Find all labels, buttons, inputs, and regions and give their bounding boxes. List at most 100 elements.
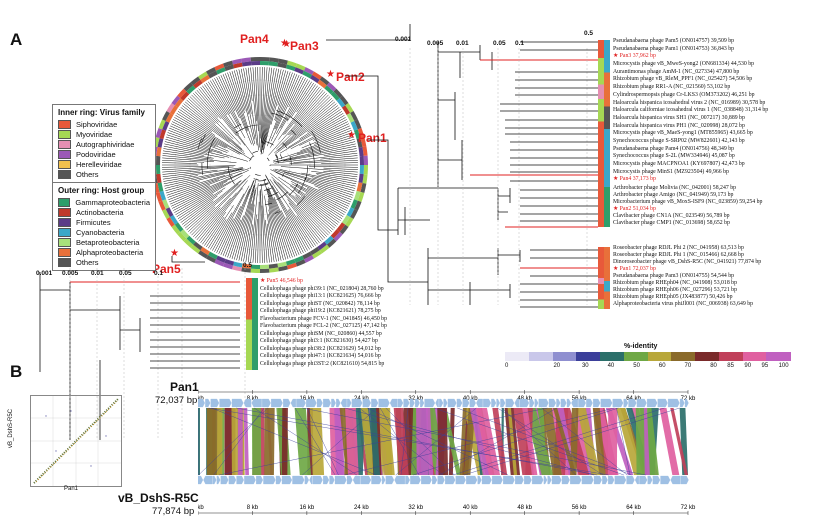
gene-arrow [421, 475, 432, 485]
tree-branch [210, 80, 231, 115]
tree-branch [167, 179, 219, 198]
tree-branch [240, 189, 256, 262]
tree-branch [271, 176, 329, 236]
tree-branch [210, 212, 233, 250]
tree-branch [268, 189, 293, 258]
gene-arrow [316, 398, 323, 408]
inner-ring-segment [310, 246, 320, 256]
synteny-thin-link [236, 407, 598, 476]
legend-host-label: Betaproteobacteria [76, 237, 140, 247]
clade-pan2-tips: Arthrobacter phage Molivia (NC_042001) 5… [613, 185, 762, 227]
gene-arrow [496, 398, 500, 408]
synteny-link [416, 408, 429, 475]
tree-arc [276, 110, 303, 127]
tree-branch [260, 67, 270, 155]
scale-right-0.05: 0.05 [493, 40, 506, 47]
outer-ring-segment [162, 208, 170, 219]
panel-label-a: A [10, 30, 23, 49]
gene-arrow [290, 398, 296, 408]
tree-arc [234, 123, 242, 129]
outer-ring-segment [350, 208, 358, 219]
clade-pan3-tips: Pseudanabaena phage Pam5 (ON014757) 39,5… [613, 38, 768, 184]
identity-tick: 70 [684, 363, 692, 369]
gene-arrow [684, 398, 689, 408]
tree-branch [295, 196, 334, 231]
synteny-thin-link [457, 407, 632, 476]
tip-label: Cellulophaga phage phi19:2 (KC821621) 78… [260, 308, 381, 314]
tree-arc [291, 129, 297, 136]
tree-branch [231, 185, 255, 259]
tip-label: Alphaproteobacteria virus phiJl001 (NC_0… [613, 301, 754, 307]
tree-branch [234, 178, 257, 260]
tip-label: Roseobacter phage RDJL Phi 1 (NC_015466)… [613, 252, 744, 258]
tree-branch [174, 117, 228, 148]
tree-branch [279, 169, 356, 187]
outer-ring-segment [183, 238, 194, 248]
gene-arrow [414, 398, 420, 408]
gene-arrow [334, 475, 347, 485]
clade-pan2-color-bars [598, 187, 610, 227]
tree-branch [291, 183, 345, 215]
tree-branch [227, 219, 241, 258]
tree-branch [280, 79, 308, 129]
gene-arrow [385, 475, 395, 485]
gene-arrow [403, 398, 410, 408]
gene-arrow [281, 475, 293, 485]
gene-arrow [243, 398, 252, 408]
identity-tick: 30 [581, 363, 589, 369]
tree-branch [311, 170, 358, 178]
inner-ring-segment [157, 182, 164, 192]
gene-arrow [543, 475, 548, 485]
outer-ring-segment [286, 262, 297, 270]
identity-color-segment [528, 352, 553, 361]
tree-branch [320, 155, 358, 160]
tree-branch [236, 69, 256, 145]
tree-arc [201, 163, 203, 175]
inner-ring-segment [200, 74, 210, 84]
gene-arrow [329, 475, 335, 485]
outer-ring-segment [166, 217, 175, 227]
tip-label: Rhizobium phage vB_RleM_PPF1 (NC_025427)… [613, 76, 753, 83]
inner-ring-segment [317, 79, 327, 89]
outer-ring-segment [260, 57, 270, 62]
tip-label: Rhizobium phage RHEph05 (JX483877) 50,42… [613, 294, 733, 300]
tree-branch [164, 143, 208, 154]
kb-label: 72 kb [681, 396, 696, 402]
scale-right-0.01: 0.01 [456, 40, 469, 47]
gene-arrow [534, 398, 539, 408]
synteny-thin-link [439, 407, 557, 476]
tree-branch [267, 201, 282, 261]
inner-ring-segment [250, 264, 260, 269]
gene-arrow [636, 398, 647, 408]
tree-arc [249, 166, 251, 169]
tree-branch [194, 91, 219, 118]
tip-label: Arthrobacter phage Molivia (NC_042001) 5… [613, 185, 736, 191]
tree-branch [289, 185, 341, 221]
tree-branch [255, 67, 259, 132]
legend-host-swatch [58, 207, 71, 217]
inner-ring-segment [285, 258, 296, 266]
identity-tick: 85 [727, 363, 734, 369]
legend-host-item: Alphaproteobacteria [58, 247, 150, 257]
tree-branch [286, 81, 312, 122]
highlighted-tip-label: ★ Pan3 37,962 bp [613, 53, 656, 60]
tree-branch [166, 134, 222, 153]
gene-arrow [466, 475, 478, 485]
genome-top-size: 72,037 bp [155, 395, 198, 406]
tree-branch [202, 85, 255, 157]
inner-ring-segment [200, 246, 210, 256]
tree-arc [296, 196, 306, 206]
outer-ring-segment [214, 63, 225, 71]
gene-arrow [445, 475, 456, 485]
outer-ring-segment [223, 60, 234, 68]
synteny-thin-link [294, 407, 336, 476]
tree-branch [189, 178, 246, 234]
kb-label: 72 kb [681, 505, 696, 511]
tree-branch [261, 67, 275, 150]
tree-branch [240, 68, 256, 140]
tree-arc [279, 154, 283, 159]
tree-branch [184, 180, 242, 229]
gene-arrow [639, 475, 648, 485]
tree-branch [265, 219, 270, 263]
